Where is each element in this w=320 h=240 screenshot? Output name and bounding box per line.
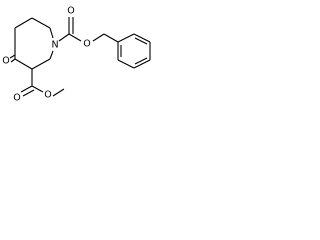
carbamate-carbonyl-oxygen-label: O — [67, 6, 74, 17]
ring-nitrogen-label: N — [51, 40, 58, 51]
bond-ring-c4-c5 — [31, 58, 51, 70]
piperidine-ring — [14, 17, 54, 70]
bond-oxygen-methyl — [52, 88, 65, 97]
bond-ketone-double-2 — [9, 54, 16, 59]
bond-phenyl-inner-3 — [134, 37, 148, 45]
chemical-structure: N O O O O O — [0, 0, 161, 117]
bond-ch2-phenyl — [103, 33, 119, 43]
bond-ring-c5-c6 — [14, 58, 33, 70]
bond-phenyl-3 — [133, 59, 151, 69]
bond-ring-c2-top — [14, 17, 33, 29]
bond-phenyl-6 — [117, 33, 135, 43]
bond-ester-carbonyl-double-2 — [22, 89, 35, 97]
bond-ring-c2-c3 — [31, 17, 51, 29]
carbamate-ether-oxygen-label: O — [83, 39, 90, 50]
bond-n-carbonyl — [58, 33, 70, 42]
methyl-ester-group — [20, 69, 65, 97]
bond-phenyl-2 — [117, 59, 135, 69]
bond-oxygen-ch2 — [92, 33, 105, 42]
ketone-oxygen-label: O — [2, 56, 9, 67]
ketone-group — [9, 54, 16, 63]
bond-ring-n-c4 — [49, 50, 54, 60]
ester-carbonyl-oxygen-label: O — [13, 93, 20, 104]
bond-phenyl-5 — [133, 33, 151, 43]
bond-ring-c3-n — [49, 27, 54, 39]
ester-ether-oxygen-label: O — [44, 90, 51, 101]
bond-carbonyl-oxygen — [68, 33, 82, 42]
bond-ester-carbonyl-double-1 — [20, 85, 33, 93]
bond-ketone-double-1 — [10, 58, 16, 63]
carbamate-group — [58, 17, 119, 43]
bond-phenyl-inner-2 — [134, 57, 148, 65]
phenyl-ring — [117, 33, 151, 69]
bond-ester-carbon-oxygen — [31, 85, 44, 93]
